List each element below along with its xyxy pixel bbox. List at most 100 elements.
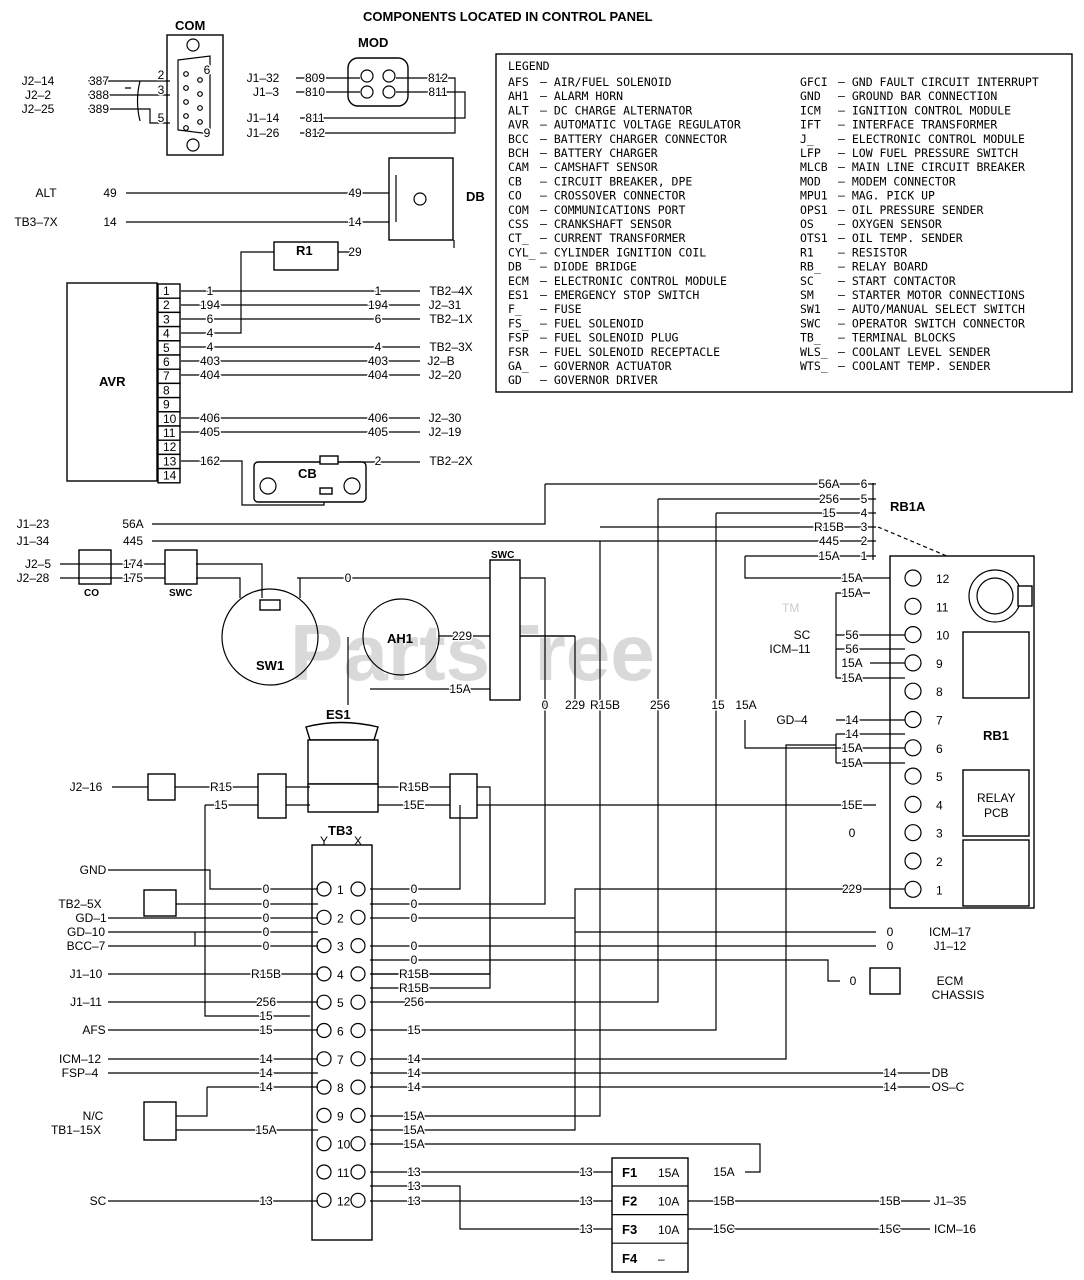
legend-code: SW1: [800, 302, 821, 316]
wire-label: 13: [407, 1179, 421, 1193]
wire-label: R15B: [399, 967, 429, 981]
swc-plug-ecm: [869, 967, 901, 995]
wire-label: 15A: [403, 1109, 424, 1123]
wire-label: 4: [207, 340, 214, 354]
wire-label: 811: [305, 111, 324, 125]
legend-code: MPU1: [800, 189, 828, 203]
wire-label: J2–5: [25, 557, 51, 571]
tb3-block: [311, 844, 373, 1241]
wire-label: 56: [845, 642, 859, 656]
wire-label: 56A: [122, 517, 143, 531]
wire-label: 14: [845, 727, 859, 741]
legend-code: SC: [800, 274, 814, 288]
avr-terminal-number: 10: [163, 412, 177, 426]
legend-code: CYL_: [508, 245, 536, 259]
wire-label: 15A: [841, 586, 862, 600]
tb3-terminal-number: 9: [337, 1109, 344, 1123]
wire-label: 1: [375, 284, 382, 298]
legend-code: SM: [800, 288, 814, 302]
wire-label: J2–28: [17, 571, 50, 585]
wire-label: 13: [579, 1165, 593, 1179]
wire-label: 445: [123, 534, 143, 548]
legend-code: MLCB: [800, 160, 828, 174]
tb3-terminal-number: 4: [337, 968, 344, 982]
wire-label: 3: [861, 520, 868, 534]
rb-terminal-number: 7: [936, 714, 943, 728]
wire-label: 15B: [713, 1194, 734, 1208]
legend-code: MOD: [800, 174, 821, 188]
legend-code: RB_: [800, 260, 821, 274]
wire-label: 14: [259, 1066, 273, 1080]
wire-label: 49: [103, 186, 117, 200]
co-plug-top: [78, 549, 112, 585]
wire-label: OS–C: [932, 1080, 965, 1094]
legend-desc: – OIL PRESSURE SENDER: [838, 203, 983, 217]
avr-terminal-number: 11: [163, 426, 176, 440]
wire-label: TB2–2X: [429, 454, 472, 468]
wire-label: J1–3: [253, 85, 279, 99]
legend-desc: – OPERATOR SWITCH CONNECTOR: [838, 316, 1025, 330]
legend-desc: – AUTOMATIC VOLTAGE REGULATOR: [540, 118, 741, 132]
legend-desc: – FUEL SOLENOID PLUG: [540, 331, 679, 345]
legend-desc: – CIRCUIT BREAKER, DPE: [540, 174, 692, 188]
co-plug-tb3: [143, 889, 177, 917]
wire-label: 14: [883, 1066, 897, 1080]
tb3-terminal: [350, 909, 366, 925]
rb-terminal: [904, 767, 922, 785]
legend-desc: – GROUND BAR CONNECTION: [838, 89, 997, 103]
avr-terminal: [157, 467, 181, 484]
tb3-terminal: [350, 1164, 366, 1180]
wire-label: 13: [407, 1194, 421, 1208]
legend-code: BCC: [508, 132, 529, 146]
legend-code: OTS1: [800, 231, 828, 245]
wire-label: 13: [579, 1194, 593, 1208]
relay-label: RELAY: [977, 791, 1015, 805]
tb3-terminal: [316, 909, 332, 925]
wire-label: 445: [819, 534, 839, 548]
wire-label: AFS: [82, 1023, 105, 1037]
wire-label: R15: [210, 780, 232, 794]
wire-label: 13: [259, 1194, 273, 1208]
legend-desc: – DC CHARGE ALTERNATOR: [540, 103, 692, 117]
fuse-rating: 10A: [658, 1223, 679, 1237]
legend-desc: – BATTERY CHARGER CONNECTOR: [540, 132, 727, 146]
rb-terminal-number: 12: [936, 572, 950, 586]
wire-label: 0: [411, 897, 418, 911]
legend-code: IFT: [800, 118, 821, 132]
tb3-terminal-number: 8: [337, 1081, 344, 1095]
sw1-label: SW1: [256, 658, 284, 673]
legend-desc: – AIR/FUEL SOLENOID: [540, 75, 672, 89]
wire-label: 1: [861, 549, 868, 563]
legend-desc: – STARTER MOTOR CONNECTIONS: [838, 288, 1025, 302]
wire-label: 194: [200, 298, 220, 312]
legend-code: AH1: [508, 89, 529, 103]
legend-desc: – ELECTRONIC CONTROL MODULE: [838, 132, 1025, 146]
legend-code: ALT: [508, 103, 529, 117]
avr-label: AVR: [99, 374, 126, 389]
tb3-terminal-number: 10: [337, 1138, 351, 1152]
legend-code: LFP: [800, 146, 821, 160]
legend-desc: – INTERFACE TRANSFORMER: [838, 118, 997, 132]
wire-label: 2: [158, 68, 165, 82]
wire-label: J1–34: [17, 534, 50, 548]
avr-terminal-number: 8: [163, 383, 170, 397]
tb3-terminal: [350, 937, 366, 954]
wire-label: 387: [89, 74, 109, 88]
rb-terminal-number: 8: [936, 685, 943, 699]
wire-label: 15: [822, 506, 836, 520]
legend-desc: – MAG. PICK UP: [838, 189, 935, 203]
legend-code: ICM: [800, 103, 821, 117]
rb-terminal-number: 11: [936, 600, 949, 614]
legend-code: BCH: [508, 146, 529, 160]
wire-label: 29: [348, 245, 362, 259]
legend-code: WLS_: [800, 345, 828, 359]
rb-terminal-number: 1: [936, 883, 943, 897]
wire-label: 14: [407, 1052, 421, 1066]
legend-code: GD: [508, 373, 522, 387]
wire-label: 15A: [713, 1165, 734, 1179]
legend-desc: – CROSSOVER CONNECTOR: [540, 189, 685, 203]
co-plug-bottom: [143, 1101, 177, 1141]
